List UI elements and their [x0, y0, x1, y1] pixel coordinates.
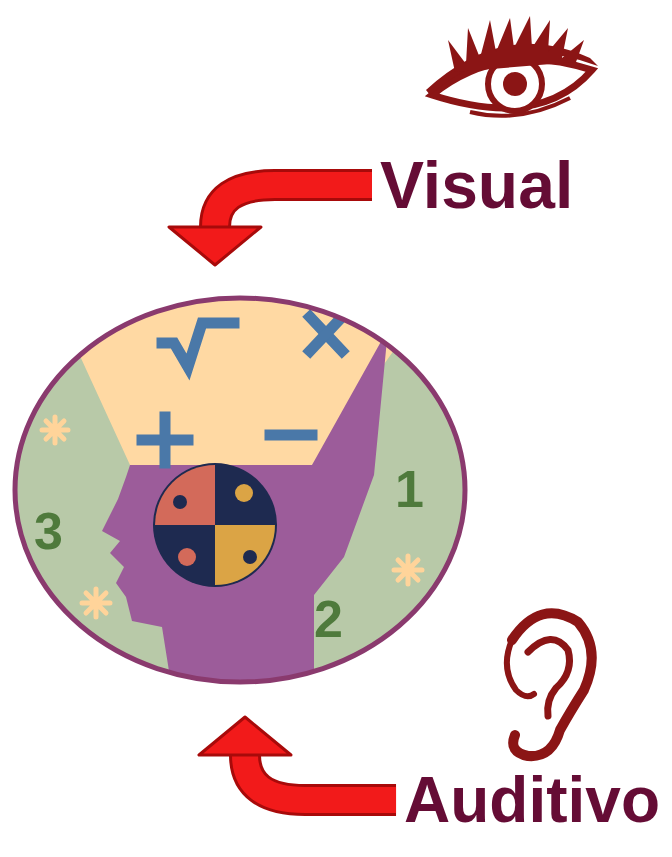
eye-icon	[426, 16, 598, 116]
sense-label-box: Auditivo	[400, 766, 664, 834]
sense-label: Auditivo	[404, 768, 660, 832]
arrow-outline	[245, 755, 396, 800]
head-circle: 1 3 2	[12, 295, 468, 685]
curved-arrow	[169, 185, 372, 265]
number-label: 3	[34, 505, 63, 557]
curved-arrow	[199, 717, 396, 800]
sense-label: Visual	[380, 152, 573, 218]
number-label: 2	[314, 593, 343, 645]
ear-icon	[507, 613, 592, 756]
arrow-shaft	[215, 185, 372, 227]
number-label: 1	[395, 463, 424, 515]
arrow-head	[199, 717, 291, 755]
sense-label-box: Visual	[376, 150, 577, 220]
arrow-head	[169, 227, 261, 265]
arrow-shaft	[245, 755, 396, 800]
arrow-outline	[215, 185, 372, 227]
